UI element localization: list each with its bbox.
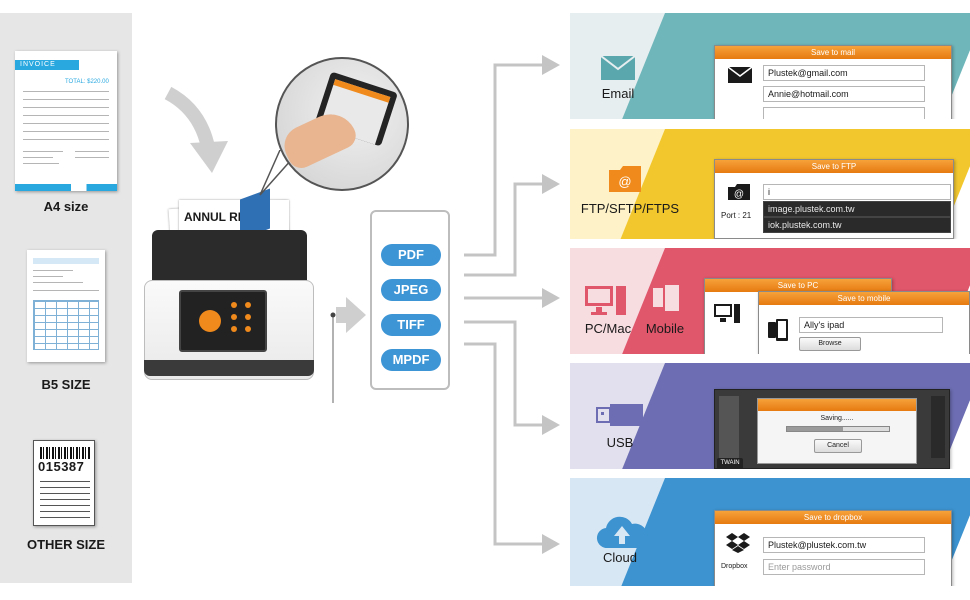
pc-dialog-icon [714, 304, 740, 323]
format-pdf[interactable]: PDF [381, 244, 441, 266]
dialog-title: Save to dropbox [715, 511, 951, 524]
cloud-panel: Cloud Save to dropbox Dropbox Plustek@pl… [570, 478, 970, 586]
cloud-upload-icon [596, 516, 648, 549]
pc-mobile-panel: PC/Mac Mobile Save to PC Save to mobile … [570, 248, 970, 354]
barcode-icon [40, 447, 90, 459]
email-recipient-1[interactable]: Plustek@gmail.com [763, 65, 925, 81]
email-recipient-2[interactable]: Annie@hotmail.com [763, 86, 925, 102]
saving-progress-bar [786, 426, 890, 432]
dialog-title: Save to mobile [759, 292, 969, 305]
usb-label: USB [606, 435, 634, 450]
ftp-panel: @ FTP/SFTP/FTPS Save to FTP @ Port : 21 … [570, 129, 970, 239]
email-label: Email [601, 86, 635, 101]
ftp-folder-icon: @ [609, 166, 641, 192]
svg-text:@: @ [734, 189, 744, 200]
pc-mac-label: PC/Mac [584, 321, 632, 336]
to-formats-arrow-icon [330, 297, 366, 403]
usb-scrollbar[interactable] [931, 396, 945, 458]
dropbox-password-input[interactable]: Enter password [763, 559, 925, 575]
format-jpeg[interactable]: JPEG [381, 279, 441, 301]
dialog-title: Save to PC [705, 279, 891, 292]
invoice-document: INVOICE TOTAL: $220.00 [15, 51, 117, 191]
b5-header-bar [33, 258, 99, 264]
mail-icon [600, 55, 636, 80]
output-connectors [464, 55, 560, 554]
cloud-label: Cloud [603, 550, 637, 565]
scanner-base [144, 360, 314, 376]
ftp-host-input[interactable]: i [763, 184, 951, 200]
save-to-ftp-dialog: Save to FTP @ Port : 21 i image.plustek.… [714, 159, 954, 239]
ftp-suggestion-1[interactable]: image.plustek.com.tw [763, 201, 951, 217]
ftp-label: FTP/SFTP/FTPS [580, 201, 680, 216]
saving-text: Saving...... [820, 415, 854, 422]
usb-panel: USB Saving...... Cancel TWAIN [570, 363, 970, 469]
saving-dialog-titlebar [758, 399, 916, 411]
scanner-touchscreen[interactable] [179, 290, 267, 352]
saving-progress-dialog: Saving...... Cancel [757, 398, 917, 464]
usb-saving-screen: Saving...... Cancel TWAIN [714, 389, 950, 469]
email-panel: Email Save to mail Plustek@gmail.com Ann… [570, 13, 970, 119]
barcode-number: 015387 [38, 459, 85, 474]
email-recipient-3[interactable] [763, 107, 925, 119]
envelope-icon [727, 66, 753, 83]
dialog-title: Save to FTP [715, 160, 953, 173]
format-tiff[interactable]: TIFF [381, 314, 441, 336]
invoice-total: TOTAL: $220.00 [65, 79, 109, 85]
a4-size-label: A4 size [43, 199, 89, 214]
mobile-label: Mobile [645, 321, 685, 336]
dialog-title: Save to mail [715, 46, 951, 59]
b5-document [27, 250, 105, 362]
paper-title: ANNUL RE [184, 210, 246, 224]
ftp-port-label: Port : 21 [721, 211, 752, 220]
ftp-suggestion-2[interactable]: iok.plustek.com.tw [763, 217, 951, 233]
invoice-title: INVOICE [15, 60, 79, 70]
cancel-button[interactable]: Cancel [814, 439, 862, 453]
b5-table-grid [33, 300, 99, 350]
usb-drive-icon [596, 404, 643, 426]
format-mpdf[interactable]: MPDF [381, 349, 441, 371]
other-size-label: OTHER SIZE [26, 537, 105, 552]
dropbox-provider-label: Dropbox [721, 563, 748, 570]
usb-side-toolbar [719, 396, 739, 458]
ftp-dark-folder-icon: @ [728, 184, 750, 200]
output-format-panel: PDF JPEG TIFF MPDF [370, 210, 450, 390]
desktop-pc-icon [585, 286, 626, 315]
screen-orange-button [199, 310, 221, 332]
mobile-device-icon [651, 282, 681, 315]
save-to-dropbox-dialog: Save to dropbox Dropbox Plustek@plustek.… [714, 510, 952, 586]
barcode-document: 015387 [33, 440, 95, 526]
save-to-mobile-dialog: Save to mobile Ally's ipad Browse [758, 291, 970, 354]
document-size-column: INVOICE TOTAL: $220.00 A4 size B5 SIZE 0… [0, 13, 132, 583]
svg-text:@: @ [618, 174, 631, 189]
touchscreen-zoom-bubble [275, 57, 409, 191]
scanner-device: ANNUL RE [144, 188, 314, 385]
mobile-dialog-icon [768, 319, 788, 341]
mobile-device-field[interactable]: Ally's ipad [799, 317, 943, 333]
twain-badge: TWAIN [717, 458, 743, 469]
browse-button[interactable]: Browse [799, 337, 861, 351]
dropbox-email-input[interactable]: Plustek@plustek.com.tw [763, 537, 925, 553]
feed-arrow-icon [164, 86, 228, 173]
save-to-mail-dialog: Save to mail Plustek@gmail.com Annie@hot… [714, 45, 952, 119]
invoice-footer-stripe [15, 184, 117, 191]
b5-size-label: B5 SIZE [41, 377, 91, 392]
dropbox-icon [726, 533, 750, 553]
